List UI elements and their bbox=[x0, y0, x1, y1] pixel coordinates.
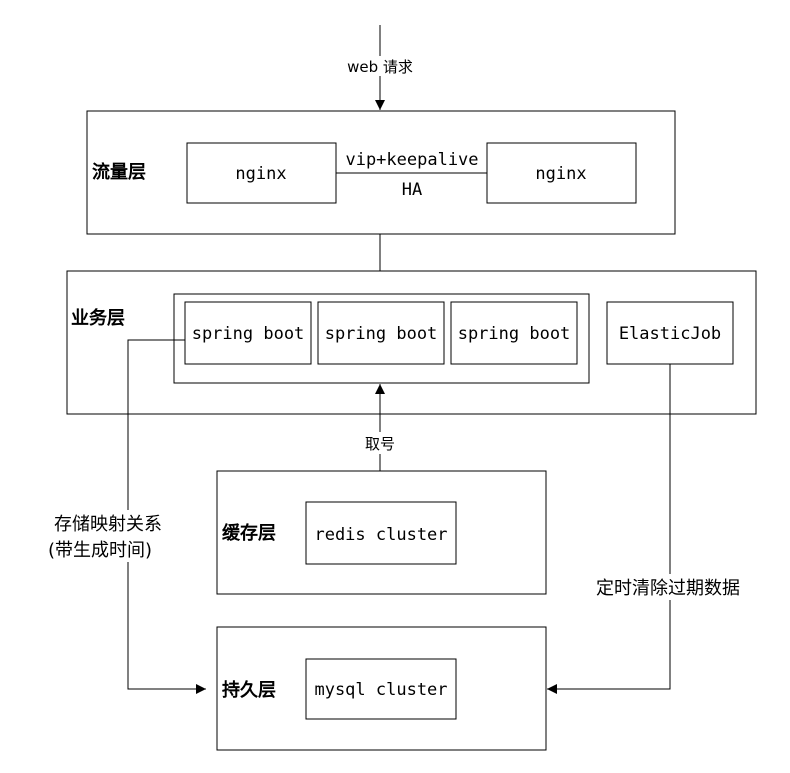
ha-link-bottom-label: HA bbox=[402, 180, 422, 200]
cleanup-arrow bbox=[547, 364, 671, 694]
web-request-label: web 请求 bbox=[347, 58, 413, 76]
nginx-node-left bbox=[186, 142, 337, 204]
cleanup-label: 定时清除过期数据 bbox=[596, 578, 740, 599]
mysql-cluster-node bbox=[305, 658, 457, 720]
spring-boot-node-2 bbox=[317, 301, 445, 365]
nginx-node-left-label: nginx bbox=[235, 164, 286, 184]
store-mapping-label-line2: (带生成时间) bbox=[48, 540, 152, 561]
cache-layer-label: 缓存层 bbox=[222, 522, 276, 544]
persistence-layer-label: 持久层 bbox=[222, 679, 276, 701]
spring-boot-node-3 bbox=[450, 301, 578, 365]
business-layer-label: 业务层 bbox=[71, 307, 125, 329]
spring-boot-node-2-label: spring boot bbox=[325, 324, 438, 344]
ha-link-top-label: vip+keepalive bbox=[345, 150, 478, 170]
nginx-node-right bbox=[486, 142, 637, 204]
spring-boot-node-1 bbox=[184, 301, 312, 365]
fetch-id-label: 取号 bbox=[365, 435, 395, 453]
redis-cluster-label: redis cluster bbox=[314, 525, 447, 545]
store-mapping-label-line1: 存储映射关系 bbox=[54, 514, 162, 535]
elasticjob-node bbox=[606, 301, 734, 365]
mysql-cluster-label: mysql cluster bbox=[314, 680, 447, 700]
nginx-node-right-label: nginx bbox=[535, 164, 586, 184]
elasticjob-node-label: ElasticJob bbox=[619, 324, 721, 344]
spring-boot-node-3-label: spring boot bbox=[458, 324, 571, 344]
traffic-layer-label: 流量层 bbox=[92, 161, 146, 183]
spring-boot-node-1-label: spring boot bbox=[192, 324, 305, 344]
redis-cluster-node bbox=[305, 501, 457, 565]
